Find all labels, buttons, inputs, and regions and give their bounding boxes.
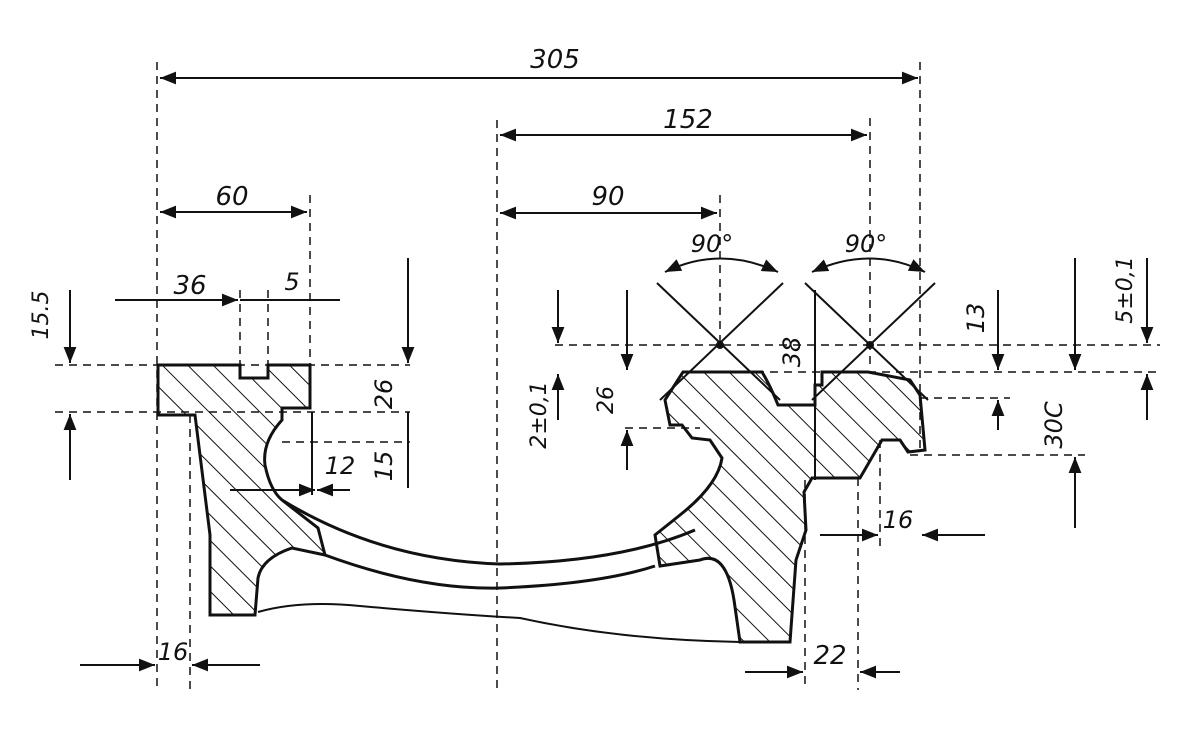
angle-90-left: 90° [691,230,734,258]
dim-13: 13 [962,303,990,334]
dim-36: 36 [173,271,206,301]
dim-60: 60 [215,182,248,212]
angle-90-right: 90° [845,230,888,258]
extension-lines [55,62,1160,690]
dimension-labels: 305 152 90 60 36 5 15.5 26 12 15 16 90° … [29,45,1138,671]
dim-16-right: 16 [883,506,914,534]
web-lower-curve [324,553,656,590]
dim-26-left: 26 [370,379,398,410]
dim-152: 152 [663,105,713,135]
dim-22: 22 [813,641,846,671]
dim-15: 15 [370,451,398,482]
right-rim-section [653,370,927,644]
dim-90: 90 [591,182,624,212]
angle-markers [656,257,936,401]
dim-5-tol: 5±0,1 [1113,256,1138,323]
web-upper-curve [281,498,696,566]
dim-16-left: 16 [158,638,189,666]
dim-5-top: 5 [284,268,299,296]
dim-15-5: 15.5 [29,291,54,340]
dimension-lines [63,71,1154,679]
dim-26-center: 26 [594,386,619,414]
dim-12: 12 [325,452,356,480]
dim-38: 38 [778,337,806,368]
dim-30c: 30C [1040,401,1068,449]
web-inner-curve [257,603,741,643]
dim-305: 305 [530,45,580,75]
dim-2-tol: 2±0,1 [527,381,552,448]
